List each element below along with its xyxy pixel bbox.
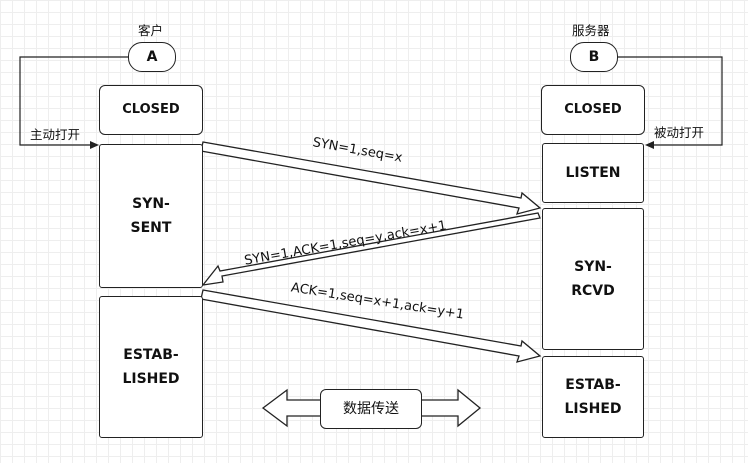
server-state-closed: CLOSED — [541, 85, 645, 135]
client-title: 客户 — [138, 23, 164, 38]
server-state-syn-rcvd: SYN- RCVD — [542, 208, 644, 350]
server-title: 服务器 — [572, 23, 610, 38]
server-open-arrowhead — [645, 141, 654, 149]
client-state-syn-sent: SYN- SENT — [99, 144, 203, 288]
client-state-closed: CLOSED — [99, 85, 203, 135]
server-node-b: B — [570, 42, 618, 72]
server-state-listen: LISTEN — [542, 143, 644, 203]
data-transfer-label: 数据传送 — [320, 389, 422, 429]
syn-ack-arrow — [201, 212, 541, 286]
syn-message-label: SYN=1,seq=x — [311, 135, 404, 166]
server-state-established: ESTAB- LISHED — [542, 356, 644, 438]
active-open-label: 主动打开 — [30, 127, 81, 142]
client-open-arrowhead — [90, 141, 99, 149]
syn-ack-message-label: SYN=1,ACK=1,seq=y,ack=x+1 — [243, 218, 448, 269]
client-node-a: A — [128, 42, 176, 72]
client-state-established: ESTAB- LISHED — [99, 296, 203, 438]
ack-message-label: ACK=1,seq=x+1,ack=y+1 — [289, 280, 465, 323]
passive-open-label: 被动打开 — [654, 125, 705, 140]
